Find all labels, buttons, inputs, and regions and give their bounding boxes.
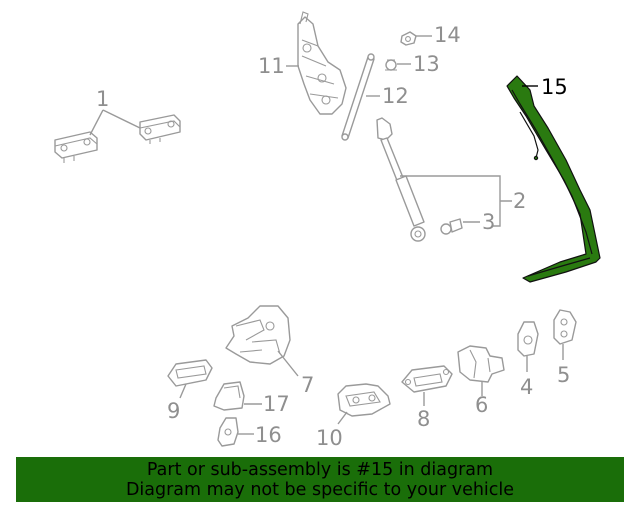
callout-12: 12 xyxy=(382,84,409,108)
parts-diagram: 1 11 12 13 14 2 xyxy=(54,11,601,450)
part-10-mount-bracket[interactable] xyxy=(337,383,391,417)
part-16-sensor[interactable] xyxy=(217,417,239,447)
banner-line-disclaimer: Diagram may not be specific to your vehi… xyxy=(125,480,515,500)
info-banner: Part or sub-assembly is #15 in diagram D… xyxy=(16,457,624,502)
leader-2 xyxy=(400,175,512,227)
part-4-stopper[interactable] xyxy=(517,321,539,357)
leader-10 xyxy=(337,411,348,425)
leader-1 xyxy=(89,109,141,136)
part-1-brackets[interactable] xyxy=(54,114,181,163)
part-8-striker-plate[interactable] xyxy=(401,365,453,393)
callout-11: 11 xyxy=(258,54,285,78)
part-14-nut[interactable] xyxy=(400,31,417,46)
leader-7 xyxy=(277,350,299,377)
part-5-bumper[interactable] xyxy=(553,309,577,345)
callout-2: 2 xyxy=(513,189,526,213)
callout-10: 10 xyxy=(316,426,343,450)
callout-16: 16 xyxy=(255,423,282,447)
callout-5: 5 xyxy=(557,363,570,387)
part-11-hinge[interactable] xyxy=(297,11,347,115)
part-2-gas-strut[interactable] xyxy=(376,117,426,242)
callout-8: 8 xyxy=(417,407,430,431)
callout-14: 14 xyxy=(434,23,461,47)
callout-13: 13 xyxy=(413,52,440,76)
part-7-latch-actuator[interactable] xyxy=(225,305,291,365)
banner-line-part: Part or sub-assembly is #15 in diagram xyxy=(146,460,494,480)
callout-1: 1 xyxy=(96,87,109,111)
callout-4: 4 xyxy=(520,375,533,399)
part-15-highlighted-weatherstrip[interactable] xyxy=(506,75,601,283)
part-3-ball-stud[interactable] xyxy=(440,218,463,235)
callout-15: 15 xyxy=(541,75,568,99)
part-13-bolt[interactable] xyxy=(385,59,397,71)
callout-3: 3 xyxy=(482,210,495,234)
part-12-strut[interactable] xyxy=(341,53,375,141)
callout-6: 6 xyxy=(475,393,488,417)
part-6-bumper[interactable] xyxy=(457,345,505,383)
part-9-handle[interactable] xyxy=(167,359,213,387)
leader-9 xyxy=(179,383,187,399)
callout-17: 17 xyxy=(263,392,290,416)
callout-9: 9 xyxy=(167,399,180,423)
callout-7: 7 xyxy=(301,373,314,397)
part-17-switch[interactable] xyxy=(213,381,245,411)
